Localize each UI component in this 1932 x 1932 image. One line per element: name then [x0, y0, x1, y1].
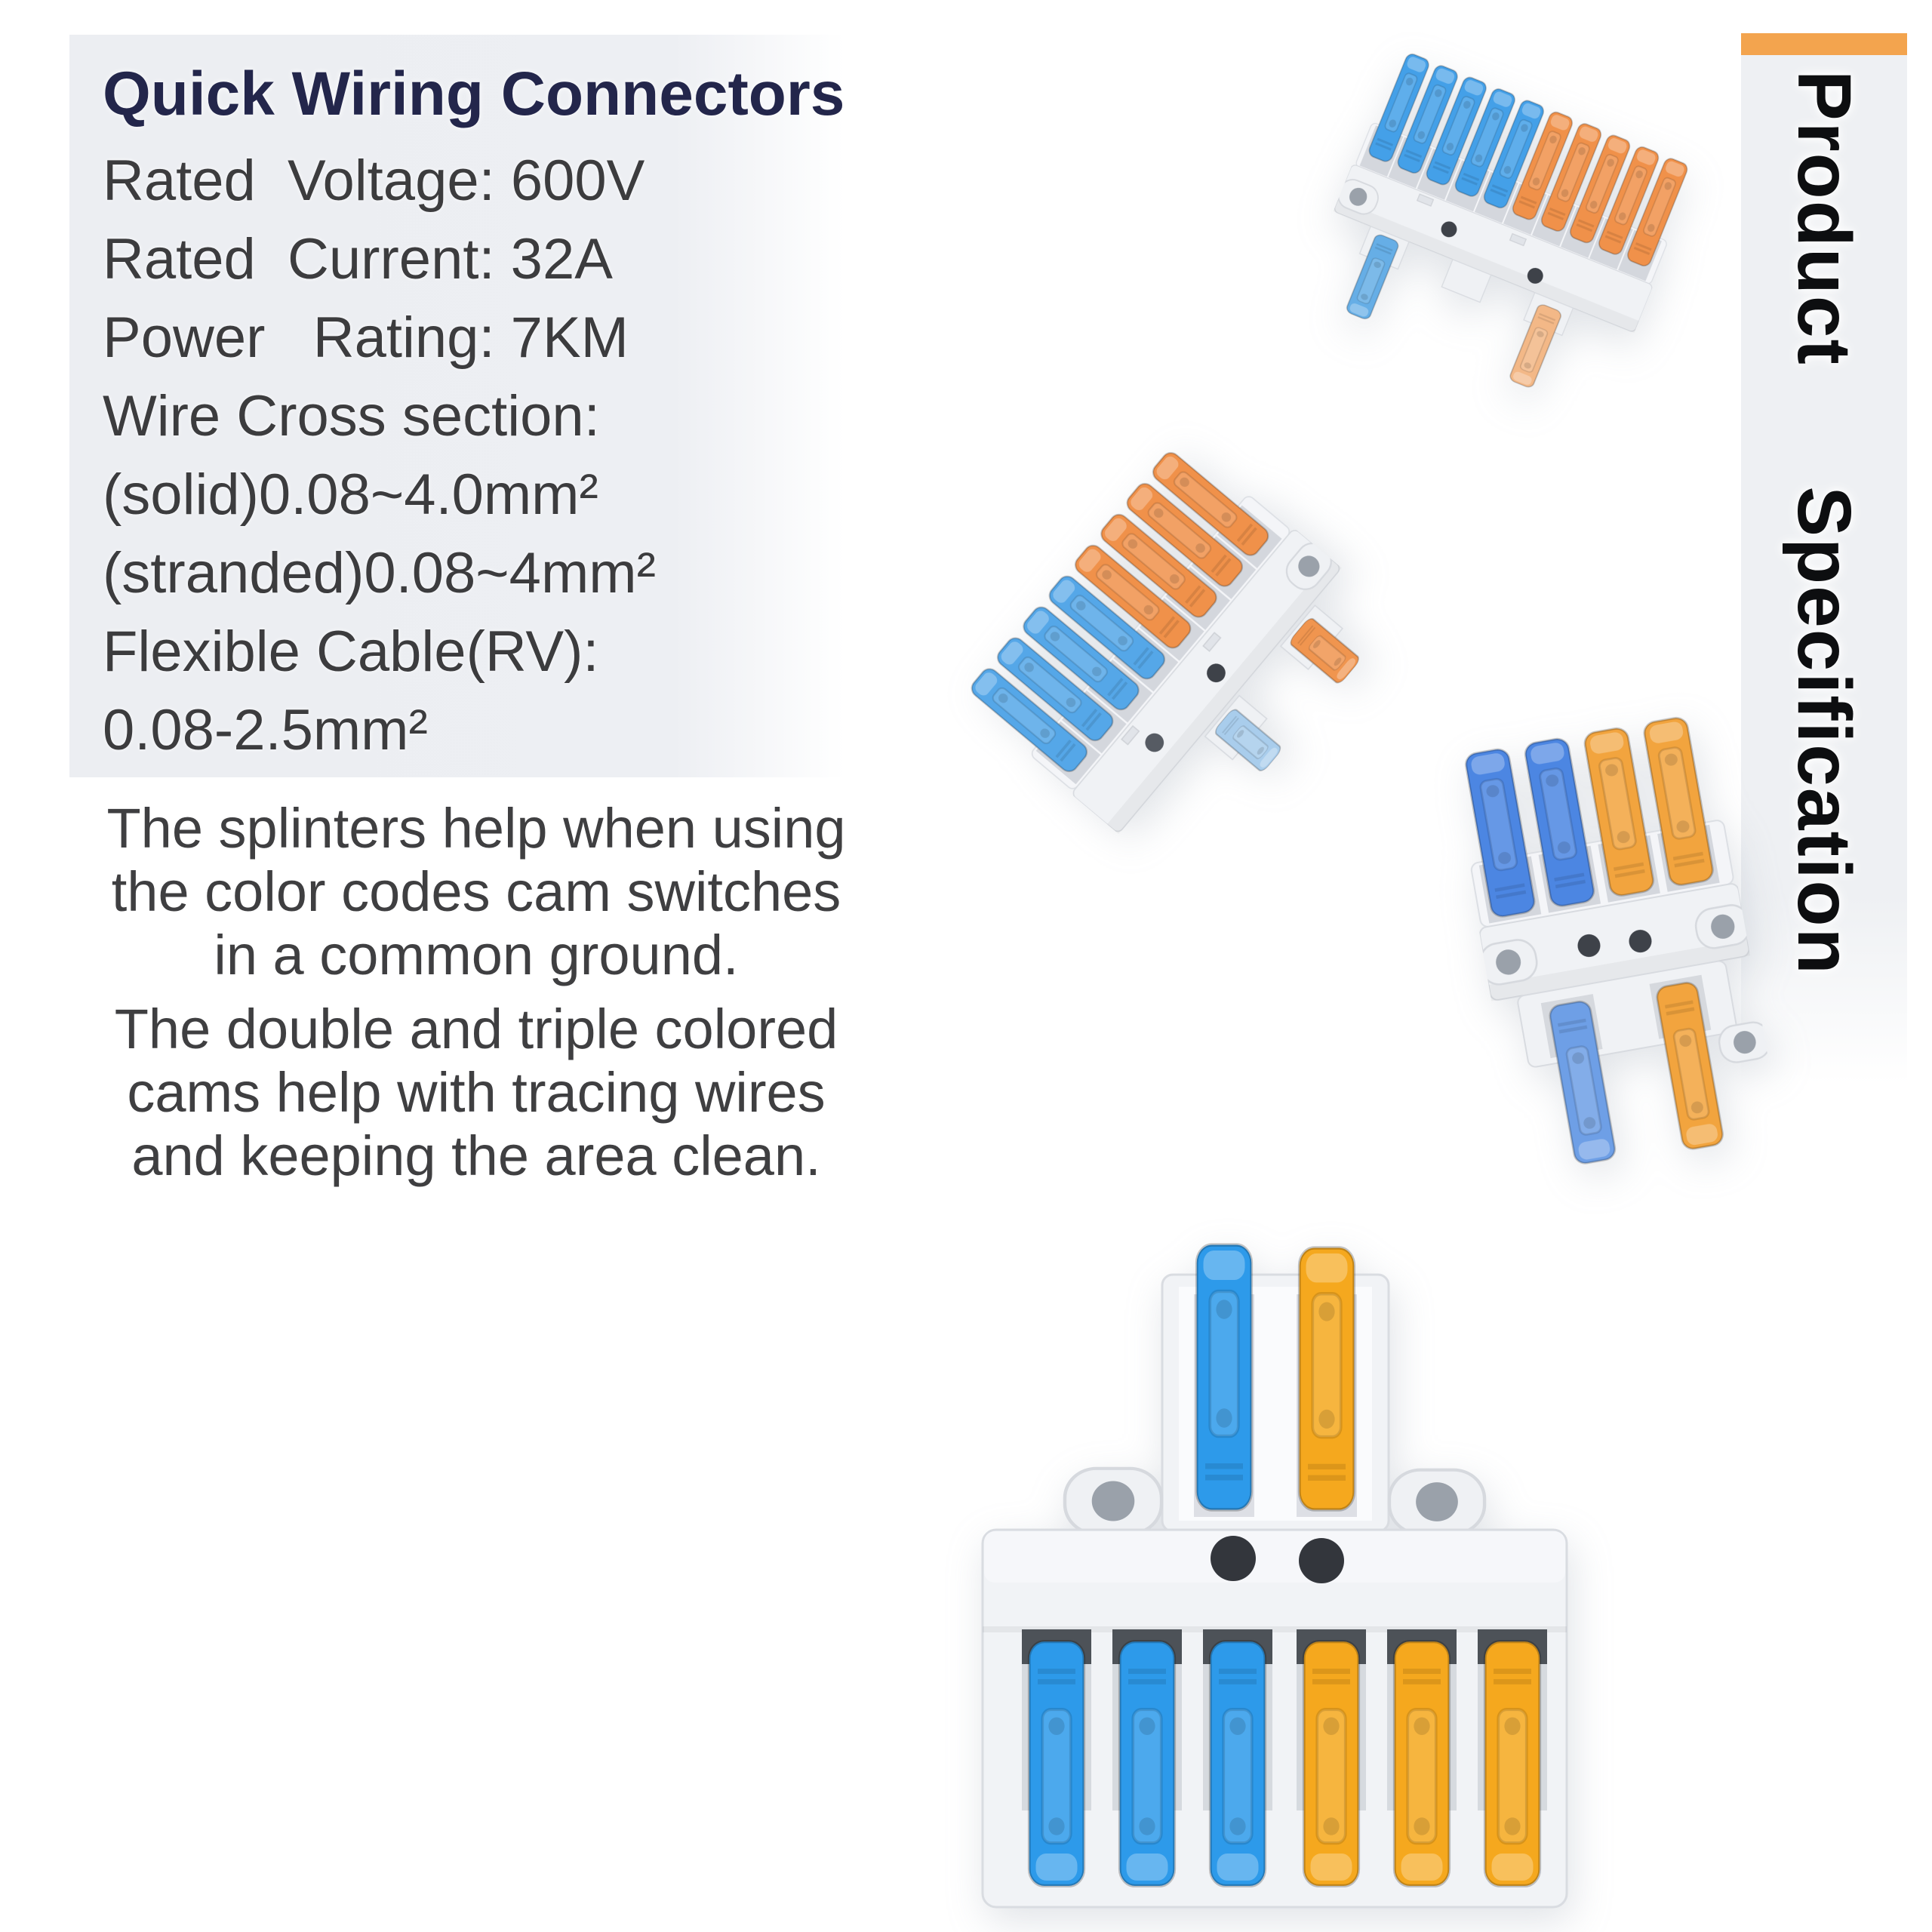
output-lever-orange [1508, 302, 1564, 390]
description-section: The splinters help when using the color … [0, 797, 952, 1198]
wire-hole [1299, 1538, 1344, 1583]
spec-line-flexible-cable: Flexible Cable(RV): [103, 620, 599, 684]
output-levers-blue [1029, 1641, 1266, 1886]
mounting-ear [1389, 1470, 1484, 1534]
wire-hole [1577, 934, 1601, 957]
para-line: The splinters help when using [106, 797, 846, 860]
spec-line-power-rating: Power Rating: 7KM [103, 306, 629, 370]
side-panel-title: Product Specification [1782, 70, 1866, 976]
spec-panel: Quick Wiring Connectors Rated Voltage: 6… [69, 35, 845, 777]
output-levers-orange [1304, 1641, 1540, 1886]
spec-line-wire-cross-section: Wire Cross section: [103, 384, 600, 448]
input-lever-blue [1197, 1245, 1252, 1510]
spec-content: Quick Wiring Connectors Rated Voltage: 6… [69, 35, 845, 777]
para-line: and keeping the area clean. [131, 1124, 821, 1187]
para-line: The double and triple colored [114, 998, 838, 1060]
spec-line-stranded: (stranded)0.08~4mm² [103, 541, 656, 605]
photo-ten-way-splitter-connector [1299, 45, 1702, 418]
photo-eight-way-splitter-connector [956, 432, 1399, 882]
para-line: in a common ground. [214, 924, 739, 986]
side-panel: Product Specification [1741, 33, 1907, 1105]
spec-line-rated-voltage: Rated Voltage: 600V [103, 149, 645, 213]
four-way-connector-drawing [1463, 715, 1774, 1167]
description-paragraph-2: The double and triple colored cams help … [0, 998, 952, 1188]
wire-hole [1527, 268, 1543, 284]
para-line: cams help with tracing wires [127, 1061, 826, 1124]
ten-way-connector-drawing [1333, 51, 1690, 390]
wire-hole [1629, 930, 1652, 953]
description-paragraph-1: The splinters help when using the color … [0, 797, 952, 987]
wire-hole [1145, 733, 1164, 752]
photo-four-way-splitter-connector [1447, 707, 1782, 1184]
accent-bar-top [1741, 33, 1907, 55]
eight-way-connector-drawing [967, 448, 1362, 834]
mounting-ear [1065, 1469, 1161, 1534]
spec-line-rated-current: Rated Current: 32A [103, 227, 613, 291]
spec-title: Quick Wiring Connectors [103, 60, 845, 128]
two-to-six-connector-drawing [981, 1234, 1568, 1909]
wire-hole [1207, 663, 1226, 683]
spec-line-flexible-range: 0.08-2.5mm² [103, 698, 428, 762]
para-line: the color codes cam switches [111, 860, 841, 923]
input-lever-orange [1300, 1247, 1355, 1509]
wire-hole [1441, 221, 1457, 238]
output-lever-blue [1344, 232, 1401, 321]
spec-line-solid: (solid)0.08~4.0mm² [103, 463, 598, 527]
photo-two-to-six-splitter-connector [974, 1234, 1577, 1921]
side-panel-body: Product Specification [1741, 55, 1907, 1105]
wire-hole [1211, 1536, 1256, 1581]
